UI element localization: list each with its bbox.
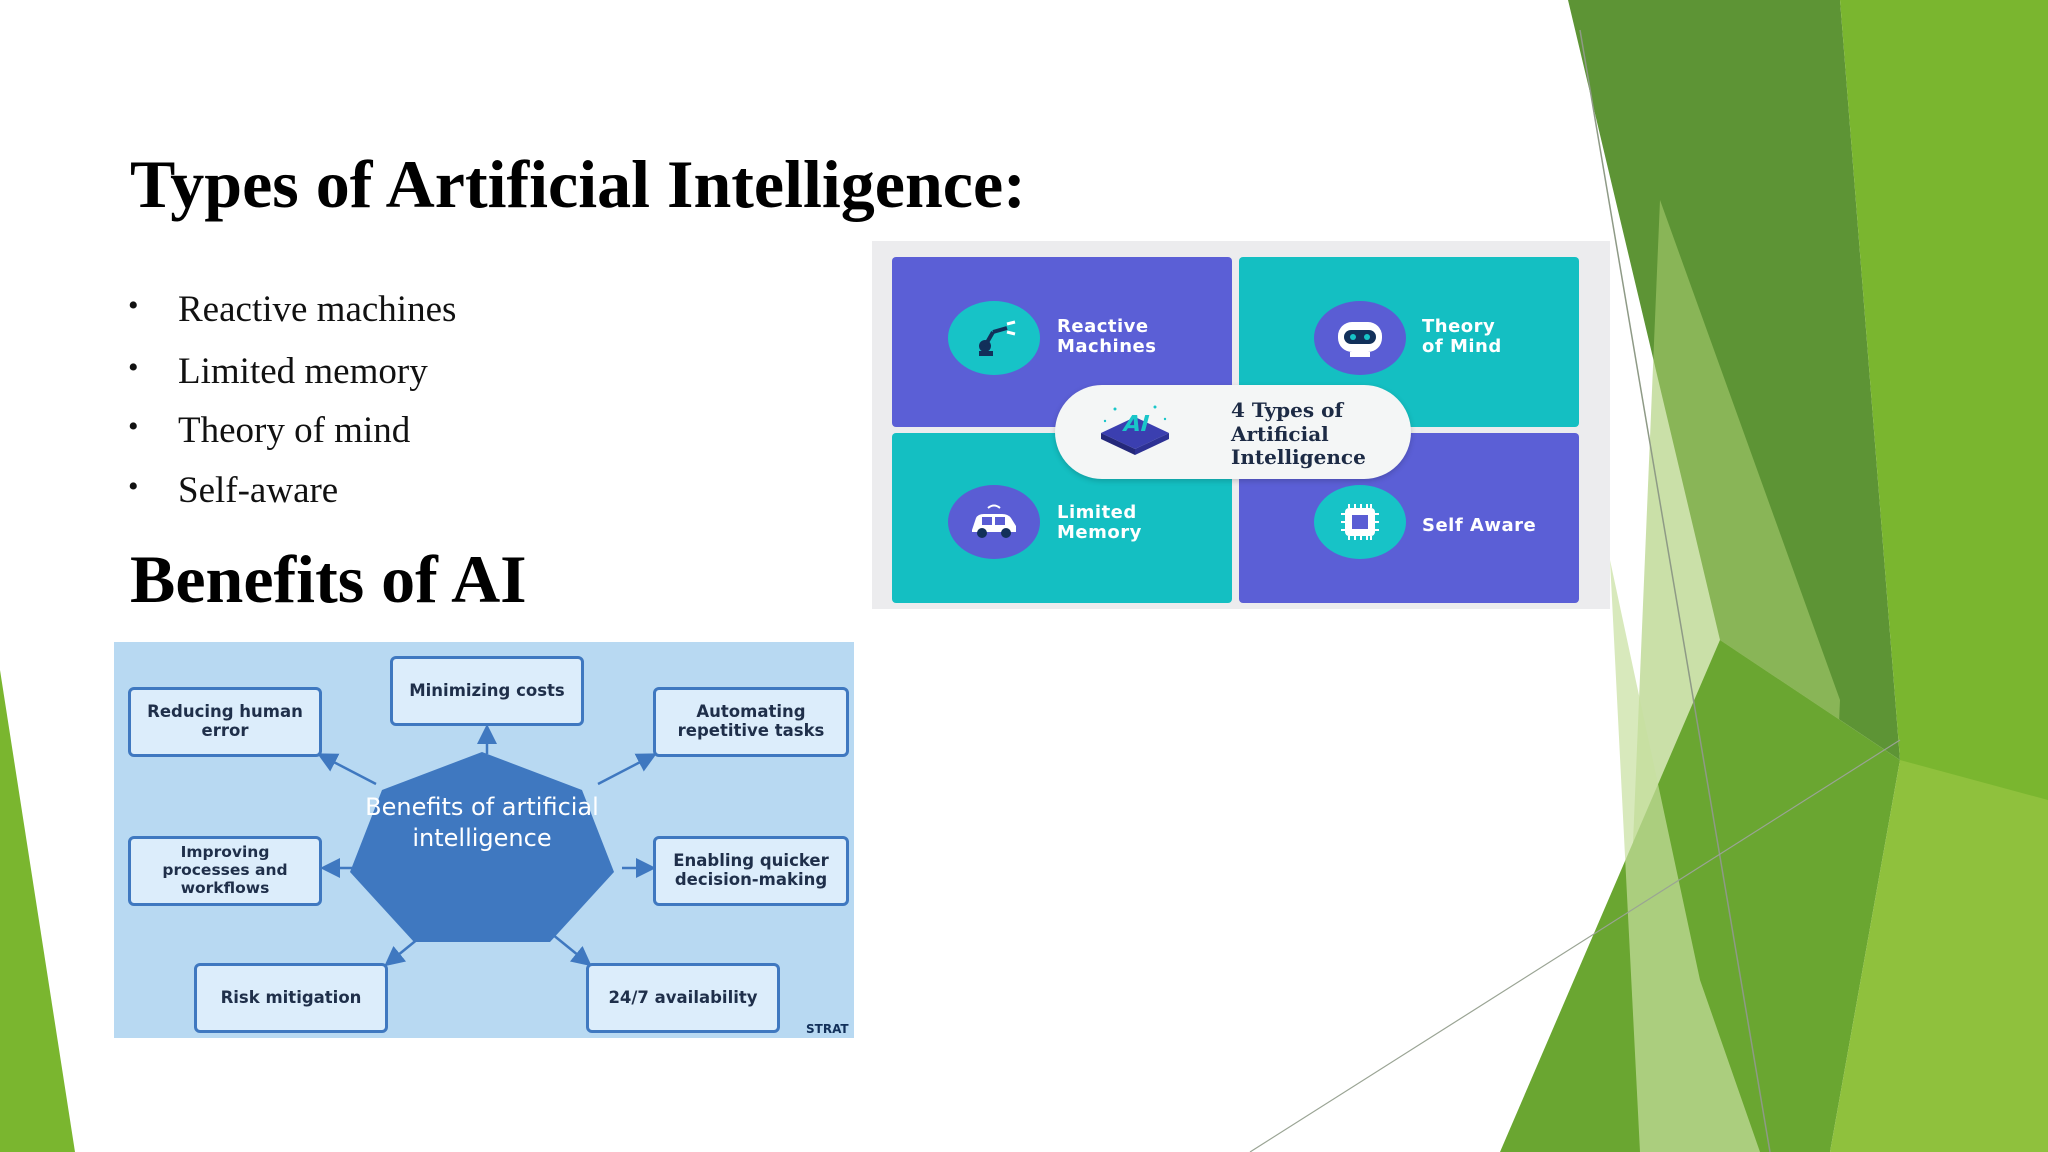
benefit-box: 24/7 availability [586,963,780,1033]
bullet-item: • Limited memory [128,350,456,394]
ai-types-infographic: Reactive Machines Theory of Mind Limited… [872,241,1610,609]
connector-arrows [317,724,657,967]
bullet-item: • Reactive machines [128,288,456,332]
benefits-center-heptagon: Benefits of artificial intelligence [350,752,614,942]
quadrant-reactive-machines: Reactive Machines [892,257,1232,427]
bullet-item: • Self-aware [128,469,456,513]
quadrant-label: Limited Memory [1057,502,1142,544]
types-bullet-list: • Reactive machines • Limited memory • Theo… [128,288,456,514]
benefits-heading: Benefits of AI [130,541,527,617]
center-title-pill: AI 4 Types of Artificial Intelligence [1055,385,1411,479]
benefit-box: Automating repetitive tasks [653,687,849,757]
brand-watermark: STRAT [806,1022,849,1036]
benefit-box: Reducing human error [128,687,322,757]
benefits-infographic: Benefits of artificial intelligence Redu… [114,642,854,1038]
benefit-box: Enabling quicker decision-making [653,836,849,906]
bullet-marker: • [128,409,139,443]
benefit-box: Risk mitigation [194,963,388,1033]
quadrant-label: Theory of Mind [1422,316,1502,358]
chip-icon [1314,485,1406,559]
quadrant-label: Self Aware [1422,515,1537,536]
benefit-box: Improving processes and workflows [128,836,322,906]
bullet-text: Reactive machines [178,289,457,330]
bullet-text: Self-aware [178,470,339,512]
ai-chip-icon: AI [1101,405,1169,455]
slide-title: Types of Artificial Intelligence: [130,146,1026,222]
bullet-item: • Theory of mind [128,409,456,453]
benefits-center-title: Benefits of artificial intelligence [365,793,599,853]
benefit-box: Minimizing costs [390,656,584,726]
robot-arm-icon [948,301,1040,375]
bullet-text: Limited memory [178,351,428,393]
quadrant-label: Reactive Machines [1057,316,1157,358]
bullet-text: Theory of mind [178,409,411,451]
bullet-marker: • [128,289,139,322]
bullet-marker: • [128,470,139,504]
robot-head-icon [1314,301,1406,375]
car-icon [948,485,1040,559]
bullet-marker: • [128,351,139,385]
types-center-title: 4 Types of Artificial Intelligence [1231,398,1366,470]
